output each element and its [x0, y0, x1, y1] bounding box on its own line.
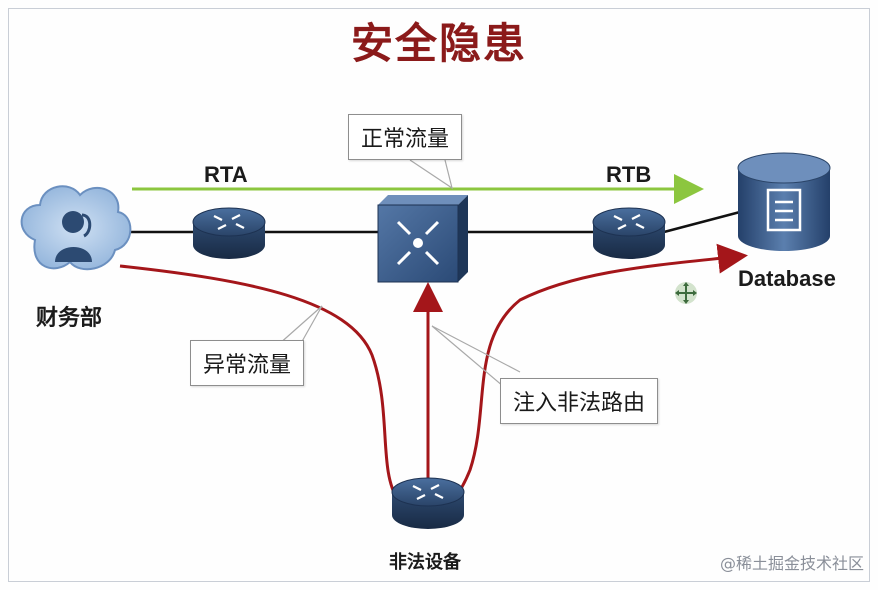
slide-title: 安全隐患	[350, 19, 527, 68]
inject-route-callout: 注入非法路由	[500, 378, 659, 424]
switch-icon	[377, 195, 468, 283]
rtb-router-icon	[592, 207, 666, 259]
watermark: @稀土掘金技术社区	[719, 554, 864, 573]
abnormal-traffic-callout: 异常流量	[190, 340, 305, 386]
finance-user-icon	[20, 185, 132, 271]
illegal-device-label: 非法设备	[389, 552, 461, 573]
callout-pointers	[277, 159, 521, 393]
rta-label: RTA	[204, 162, 248, 187]
rta-router-icon	[192, 207, 266, 259]
illegal-device-router-icon	[391, 477, 465, 529]
database-label: Database	[738, 266, 836, 291]
database-icon	[737, 152, 831, 251]
cursor-move-icon	[675, 282, 697, 304]
finance-dept-label: 财务部	[36, 306, 103, 331]
normal-traffic-callout: 正常流量	[348, 114, 463, 160]
physical-links	[120, 210, 741, 234]
slide-frame	[8, 8, 870, 582]
rtb-label: RTB	[606, 162, 652, 187]
